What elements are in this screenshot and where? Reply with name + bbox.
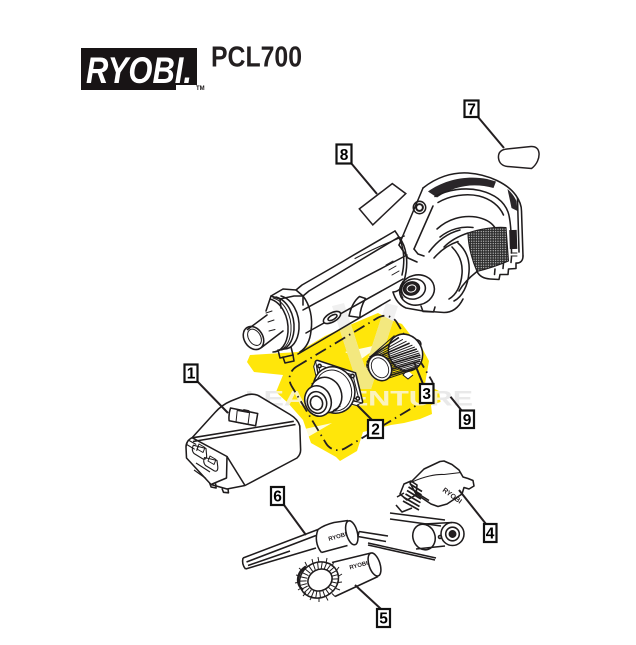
svg-text:2: 2 xyxy=(371,422,380,439)
svg-text:7: 7 xyxy=(467,102,476,119)
svg-text:5: 5 xyxy=(379,611,388,628)
svg-text:RYOBI: RYOBI xyxy=(349,561,369,572)
svg-text:8: 8 xyxy=(340,147,349,164)
svg-text:PCL700: PCL700 xyxy=(211,42,302,74)
svg-text:4: 4 xyxy=(486,526,495,543)
svg-text:RYOBI: RYOBI xyxy=(328,532,348,543)
svg-text:1: 1 xyxy=(187,366,196,383)
svg-text:6: 6 xyxy=(273,489,282,506)
svg-text:9: 9 xyxy=(463,412,472,429)
svg-text:3: 3 xyxy=(422,386,431,403)
svg-text:TM: TM xyxy=(196,86,205,92)
svg-text:RYOBI.: RYOBI. xyxy=(86,50,192,91)
